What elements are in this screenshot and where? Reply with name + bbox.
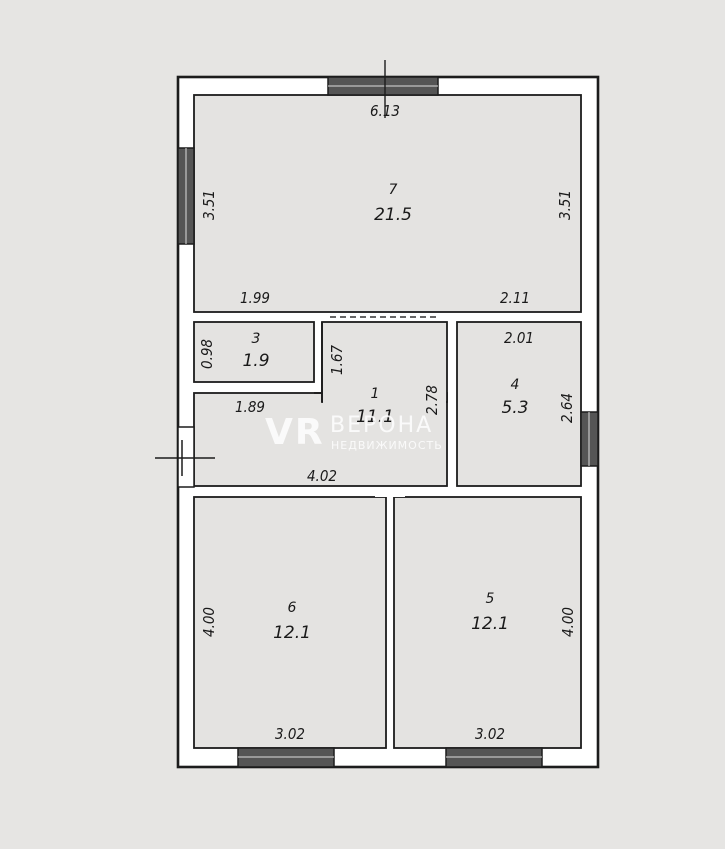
room-3-floor	[193, 321, 315, 383]
dim-r5-width: 3.02	[475, 725, 505, 743]
entrance-marker	[155, 426, 215, 488]
room-1-join	[323, 388, 446, 404]
dim-r6-width: 3.02	[275, 725, 305, 743]
window-top	[327, 76, 439, 96]
dim-r1-height: 2.78	[423, 385, 441, 415]
room-5-number: 5	[486, 591, 495, 607]
dim-r7-bottom-left: 1.99	[240, 289, 270, 307]
room-4-number: 4	[511, 377, 520, 393]
room-7-number: 7	[389, 182, 398, 198]
dim-corridor-width: 4.02	[307, 467, 337, 485]
dim-r7-bottom-right: 2.11	[500, 289, 530, 307]
dim-top-width: 6.13	[370, 102, 400, 120]
dim-r7-right: 3.51	[556, 190, 574, 220]
window-bottom-left	[237, 747, 335, 768]
watermark-name: ВЕРОНА	[330, 413, 433, 438]
watermark-sub: НЕДВИЖИМОСТЬ	[331, 439, 443, 452]
room-7-floor	[193, 94, 582, 313]
room-1-area: 11.1	[356, 407, 394, 427]
room-6-number: 6	[288, 600, 297, 616]
dim-r4-width: 2.01	[504, 329, 534, 347]
dim-r7-left: 3.51	[200, 190, 218, 220]
room-1-number: 1	[371, 386, 380, 402]
dim-r1-width: 1.89	[235, 398, 265, 416]
room-4-floor	[456, 321, 582, 487]
dim-r5-height: 4.00	[559, 607, 577, 637]
dim-r6-height: 4.00	[200, 607, 218, 637]
window-bottom-right	[445, 747, 543, 768]
room-4-area: 5.3	[501, 398, 528, 418]
room-5-area: 12.1	[471, 614, 509, 634]
dim-r4-height: 2.64	[558, 393, 576, 423]
room-3-area: 1.9	[242, 351, 269, 371]
room-6-floor	[193, 496, 387, 749]
window-right	[580, 411, 599, 467]
door-gap	[375, 487, 405, 497]
dim-r3-height: 0.98	[198, 339, 216, 369]
watermark-logo: VR	[265, 412, 325, 453]
room-7-area: 21.5	[374, 205, 412, 225]
room-3-number: 3	[252, 331, 261, 347]
dim-r3-partition: 1.67	[328, 345, 346, 375]
room-6-area: 12.1	[273, 623, 311, 643]
window-left	[177, 147, 195, 245]
watermark: VR ВЕРОНА НЕДВИЖИМОСТЬ	[265, 412, 443, 453]
